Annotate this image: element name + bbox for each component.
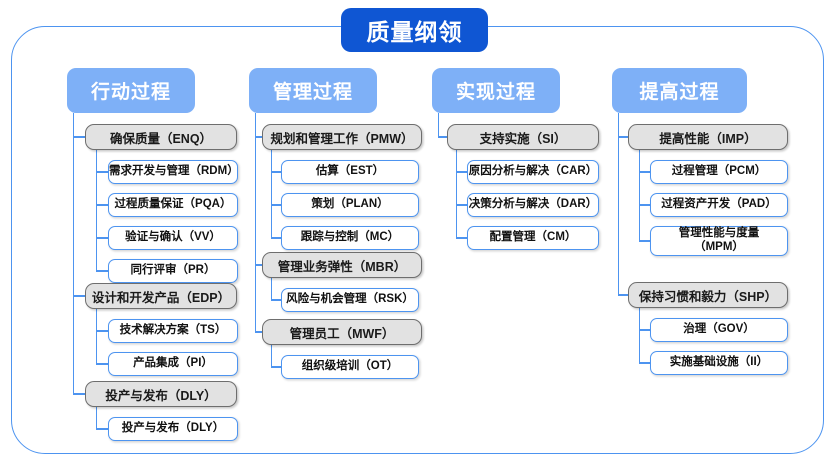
leaf-box-2-1-3[interactable]: 跟踪与控制（MC）	[281, 226, 419, 250]
leaf-box-1-1-1[interactable]: 需求开发与管理（RDM）	[108, 160, 239, 184]
leaf-box-3-1-3[interactable]: 配置管理（CM）	[467, 226, 599, 250]
leaf-box-1-1-2[interactable]: 过程质量保证（PQA）	[108, 193, 238, 217]
group-child-trunk-4-2	[639, 308, 641, 363]
group-connector-1-3	[73, 393, 85, 395]
leaf-connector-1-2-2	[96, 363, 108, 365]
leaf-box-2-3-1[interactable]: 组织级培训（OT）	[281, 355, 419, 379]
group-connector-4-1	[618, 136, 628, 138]
group-connector-4-2	[618, 294, 628, 296]
group-box-1-3[interactable]: 投产与发布（DLY）	[85, 381, 237, 407]
leaf-connector-4-2-1	[639, 329, 650, 331]
leaf-connector-3-1-3	[456, 237, 467, 239]
leaf-box-2-2-1[interactable]: 风险与机会管理（RSK）	[281, 288, 419, 312]
leaf-box-1-3-1[interactable]: 投产与发布（DLY）	[108, 417, 238, 441]
leaf-connector-4-1-1	[639, 171, 650, 173]
leaf-connector-4-1-2	[639, 204, 650, 206]
leaf-box-4-1-2[interactable]: 过程资产开发（PAD）	[650, 193, 788, 217]
leaf-connector-1-1-4	[96, 270, 108, 272]
column-header-3[interactable]: 实现过程	[432, 68, 560, 113]
group-child-trunk-1-2	[96, 309, 98, 364]
column-trunk-4	[618, 113, 620, 295]
leaf-connector-1-2-1	[96, 330, 108, 332]
group-child-trunk-1-3	[96, 407, 98, 429]
leaf-connector-2-1-2	[271, 204, 281, 206]
column-header-4[interactable]: 提高过程	[612, 68, 747, 113]
group-connector-2-2	[255, 264, 262, 266]
group-child-trunk-2-1	[271, 150, 273, 238]
leaf-connector-1-1-3	[96, 237, 108, 239]
leaf-box-2-1-2[interactable]: 策划（PLAN）	[281, 193, 419, 217]
group-box-3-1[interactable]: 支持实施（SI）	[447, 124, 599, 150]
group-child-trunk-4-1	[639, 150, 641, 241]
leaf-connector-3-1-2	[456, 204, 467, 206]
leaf-connector-2-2-1	[271, 299, 281, 301]
leaf-connector-2-3-1	[271, 366, 281, 368]
leaf-box-4-1-1[interactable]: 过程管理（PCM）	[650, 160, 788, 184]
group-box-1-2[interactable]: 设计和开发产品（EDP）	[85, 283, 237, 309]
leaf-connector-1-1-2	[96, 204, 108, 206]
group-child-trunk-2-3	[271, 345, 273, 367]
group-box-2-2[interactable]: 管理业务弹性（MBR）	[262, 252, 422, 278]
column-header-1[interactable]: 行动过程	[67, 68, 195, 113]
leaf-box-1-1-4[interactable]: 同行评审（PR）	[108, 259, 238, 283]
group-box-4-1[interactable]: 提高性能（IMP）	[628, 124, 788, 150]
group-box-2-3[interactable]: 管理员工（MWF）	[262, 319, 422, 345]
group-child-trunk-1-1	[96, 150, 98, 271]
group-child-trunk-2-2	[271, 278, 273, 300]
group-connector-2-3	[255, 331, 262, 333]
column-trunk-1	[73, 113, 75, 394]
group-child-trunk-3-1	[456, 150, 458, 238]
leaf-box-4-1-3[interactable]: 管理性能与度量（MPM）	[650, 226, 788, 256]
column-header-2[interactable]: 管理过程	[249, 68, 377, 113]
leaf-box-1-2-1[interactable]: 技术解决方案（TS）	[108, 319, 238, 343]
leaf-connector-1-1-1	[96, 171, 108, 173]
group-box-1-1[interactable]: 确保质量（ENQ）	[85, 124, 237, 150]
group-connector-2-1	[255, 136, 262, 138]
leaf-box-4-2-2[interactable]: 实施基础设施（II）	[650, 351, 788, 375]
group-connector-1-1	[73, 136, 85, 138]
diagram-title: 质量纲领	[341, 8, 488, 52]
column-trunk-2	[255, 113, 257, 332]
leaf-box-3-1-1[interactable]: 原因分析与解决（CAR）	[467, 160, 599, 184]
leaf-box-2-1-1[interactable]: 估算（EST）	[281, 160, 419, 184]
group-box-2-1[interactable]: 规划和管理工作（PMW）	[262, 124, 422, 150]
leaf-box-3-1-2[interactable]: 决策分析与解决（DAR）	[467, 193, 599, 217]
leaf-connector-2-1-1	[271, 171, 281, 173]
leaf-connector-4-1-3	[639, 240, 650, 242]
leaf-connector-3-1-1	[456, 171, 467, 173]
column-trunk-3	[438, 113, 440, 137]
leaf-connector-1-3-1	[96, 428, 108, 430]
leaf-connector-2-1-3	[271, 237, 281, 239]
leaf-box-4-2-1[interactable]: 治理（GOV）	[650, 318, 788, 342]
group-connector-3-1	[438, 136, 447, 138]
group-connector-1-2	[73, 295, 85, 297]
group-box-4-2[interactable]: 保持习惯和毅力（SHP）	[628, 282, 788, 308]
leaf-connector-4-2-2	[639, 362, 650, 364]
leaf-box-1-2-2[interactable]: 产品集成（PI）	[108, 352, 238, 376]
leaf-box-1-1-3[interactable]: 验证与确认（VV）	[108, 226, 238, 250]
